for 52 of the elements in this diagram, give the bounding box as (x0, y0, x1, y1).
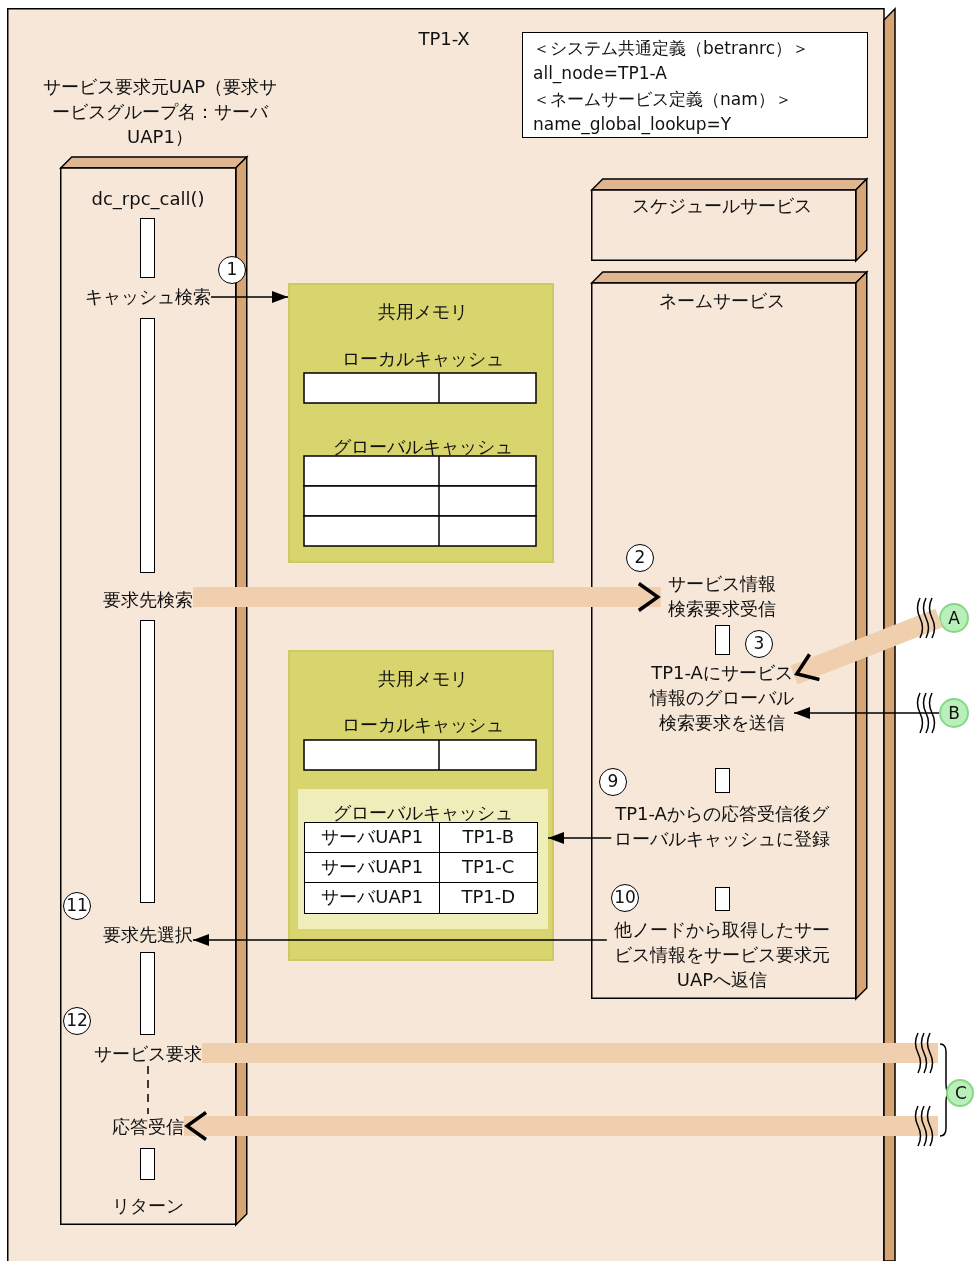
connector-letter: C (955, 1082, 967, 1105)
step-label: dc_rpc_call() (91, 186, 205, 211)
step-label: キャッシュ検索 (85, 284, 211, 309)
arrow (210, 291, 289, 303)
memory-title: 共用メモリ (378, 300, 468, 324)
service-title: ネームサービス (659, 289, 785, 313)
service-box (591, 271, 866, 999)
activity-bar (140, 318, 155, 573)
step-label: TP1-Aにサービス情報のグローバル検索要求を送信 (650, 660, 794, 735)
activity-bar (140, 1148, 155, 1180)
program-title: サービス要求元UAP（要求サービスグループ名：サーバUAP1） (41, 75, 279, 149)
activity-bar (140, 620, 155, 903)
activity-bar (140, 952, 155, 1035)
cache-label: ローカルキャッシュ (342, 347, 504, 371)
step-label: 要求先検索 (103, 587, 193, 612)
activity-bar (715, 768, 730, 793)
activity-bar (140, 218, 155, 278)
step-label: TP1-Aからの応答受信後グローバルキャッシュに登録 (611, 801, 833, 851)
service-title: スケジュールサービス (632, 194, 812, 218)
off-page-connector: A (939, 603, 969, 633)
server-frame (7, 8, 895, 1261)
step-label: 他ノードから取得したサービス情報をサービス要求元UAPへ返信 (606, 917, 838, 992)
off-page-connector: B (939, 698, 969, 728)
table-cell: サーバUAP1 (304, 822, 441, 854)
step-label: サービス情報検索要求受信 (660, 571, 784, 621)
step-label: サービス要求 (94, 1041, 202, 1066)
arrow (793, 707, 940, 719)
frame-title: TP1-X (418, 27, 470, 51)
step-label: リターン (112, 1193, 184, 1218)
table-cell: サーバUAP1 (304, 882, 441, 914)
dashed-line (147, 1065, 149, 1115)
arrow (192, 934, 608, 946)
service-box (591, 178, 866, 261)
step-label: 要求先選択 (103, 922, 193, 947)
definition-line: ＜システム共通定義（betranrc）＞ (533, 37, 810, 60)
cache-label: グローバルキャッシュ (333, 435, 513, 459)
definition-line: ＜ネームサービス定義（nam）＞ (533, 88, 792, 111)
table-cell: TP1-B (439, 822, 538, 854)
definition-line: name_global_lookup=Y (533, 113, 732, 137)
off-page-connector (938, 1040, 974, 1140)
activity-bar (715, 625, 730, 655)
table-cell: サーバUAP1 (304, 852, 441, 884)
cache-label: グローバルキャッシュ (333, 801, 513, 825)
cache-label: ローカルキャッシュ (342, 713, 504, 737)
table-cell: TP1-C (439, 852, 538, 884)
table-cell: TP1-D (439, 882, 538, 914)
definition-line: all_node=TP1-A (533, 62, 667, 86)
arrow (547, 832, 613, 844)
activity-bar (715, 887, 730, 911)
definition-box (522, 32, 868, 138)
step-label: 応答受信 (112, 1114, 184, 1139)
memory-title: 共用メモリ (378, 667, 468, 691)
